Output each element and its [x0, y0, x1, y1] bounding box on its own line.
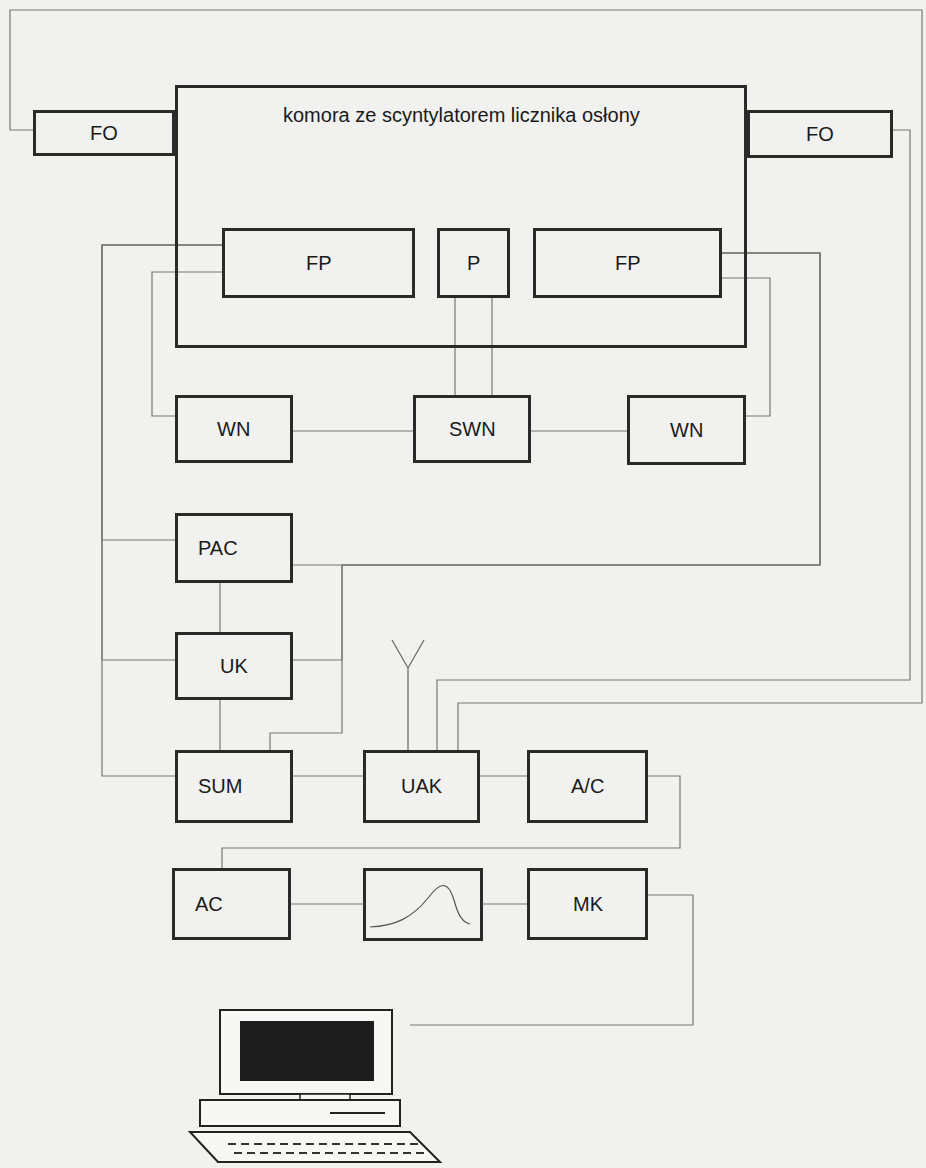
block-label: PAC: [198, 537, 238, 560]
signal-wire: [102, 245, 222, 660]
block-box: FP: [222, 228, 415, 298]
block-box: MK: [527, 868, 648, 940]
block-label: A/C: [571, 775, 604, 798]
block-box: FO: [33, 110, 175, 156]
block-label: FP: [306, 252, 332, 275]
signal-wire: [102, 245, 222, 776]
antenna-symbol: [392, 640, 424, 750]
block-box: WN: [175, 395, 293, 463]
signal-wire: [480, 775, 527, 776]
block-label: MK: [573, 893, 603, 916]
block-box: WN: [627, 395, 746, 465]
block-box: FO: [747, 110, 893, 158]
block-label: SUM: [198, 775, 242, 798]
block-label: UK: [220, 655, 248, 678]
signal-wire: [293, 253, 820, 565]
signal-wire: [270, 253, 820, 750]
signal-wire: [10, 10, 922, 750]
signal-wire: [531, 430, 627, 431]
block-box: A/C: [527, 750, 648, 823]
block-box: SUM: [175, 750, 293, 823]
signal-wire: [219, 583, 220, 632]
block-box: UAK: [363, 750, 480, 823]
block-label: SWN: [449, 418, 496, 441]
computer-illustration: [190, 1010, 440, 1162]
block-box: UK: [175, 632, 293, 700]
block-label: WN: [217, 418, 250, 441]
block-box: komora ze scyntylatorem licznika osłonyF…: [175, 85, 747, 348]
block-box: AC: [172, 868, 291, 940]
block-label: FO: [90, 122, 118, 145]
block-label: komora ze scyntylatorem licznika osłony: [283, 104, 640, 127]
signal-wire: [291, 895, 693, 1025]
signal-wire: [219, 700, 220, 750]
signal-wire: [102, 245, 222, 540]
block-box: FP: [533, 228, 722, 298]
block-box: P: [437, 228, 510, 298]
block-box: PAC: [175, 513, 293, 583]
block-label: UAK: [401, 775, 442, 798]
block-label: FP: [615, 252, 641, 275]
block-label: FO: [806, 123, 834, 146]
signal-wire: [437, 130, 910, 750]
signal-wire: [293, 430, 413, 431]
pulse-shape-box: [365, 870, 482, 940]
block-label: WN: [670, 419, 703, 442]
signal-wire: [293, 775, 363, 776]
signal-wire: [293, 253, 820, 660]
block-box: SWN: [413, 395, 531, 463]
block-label: AC: [195, 893, 223, 916]
block-label: P: [467, 252, 480, 275]
